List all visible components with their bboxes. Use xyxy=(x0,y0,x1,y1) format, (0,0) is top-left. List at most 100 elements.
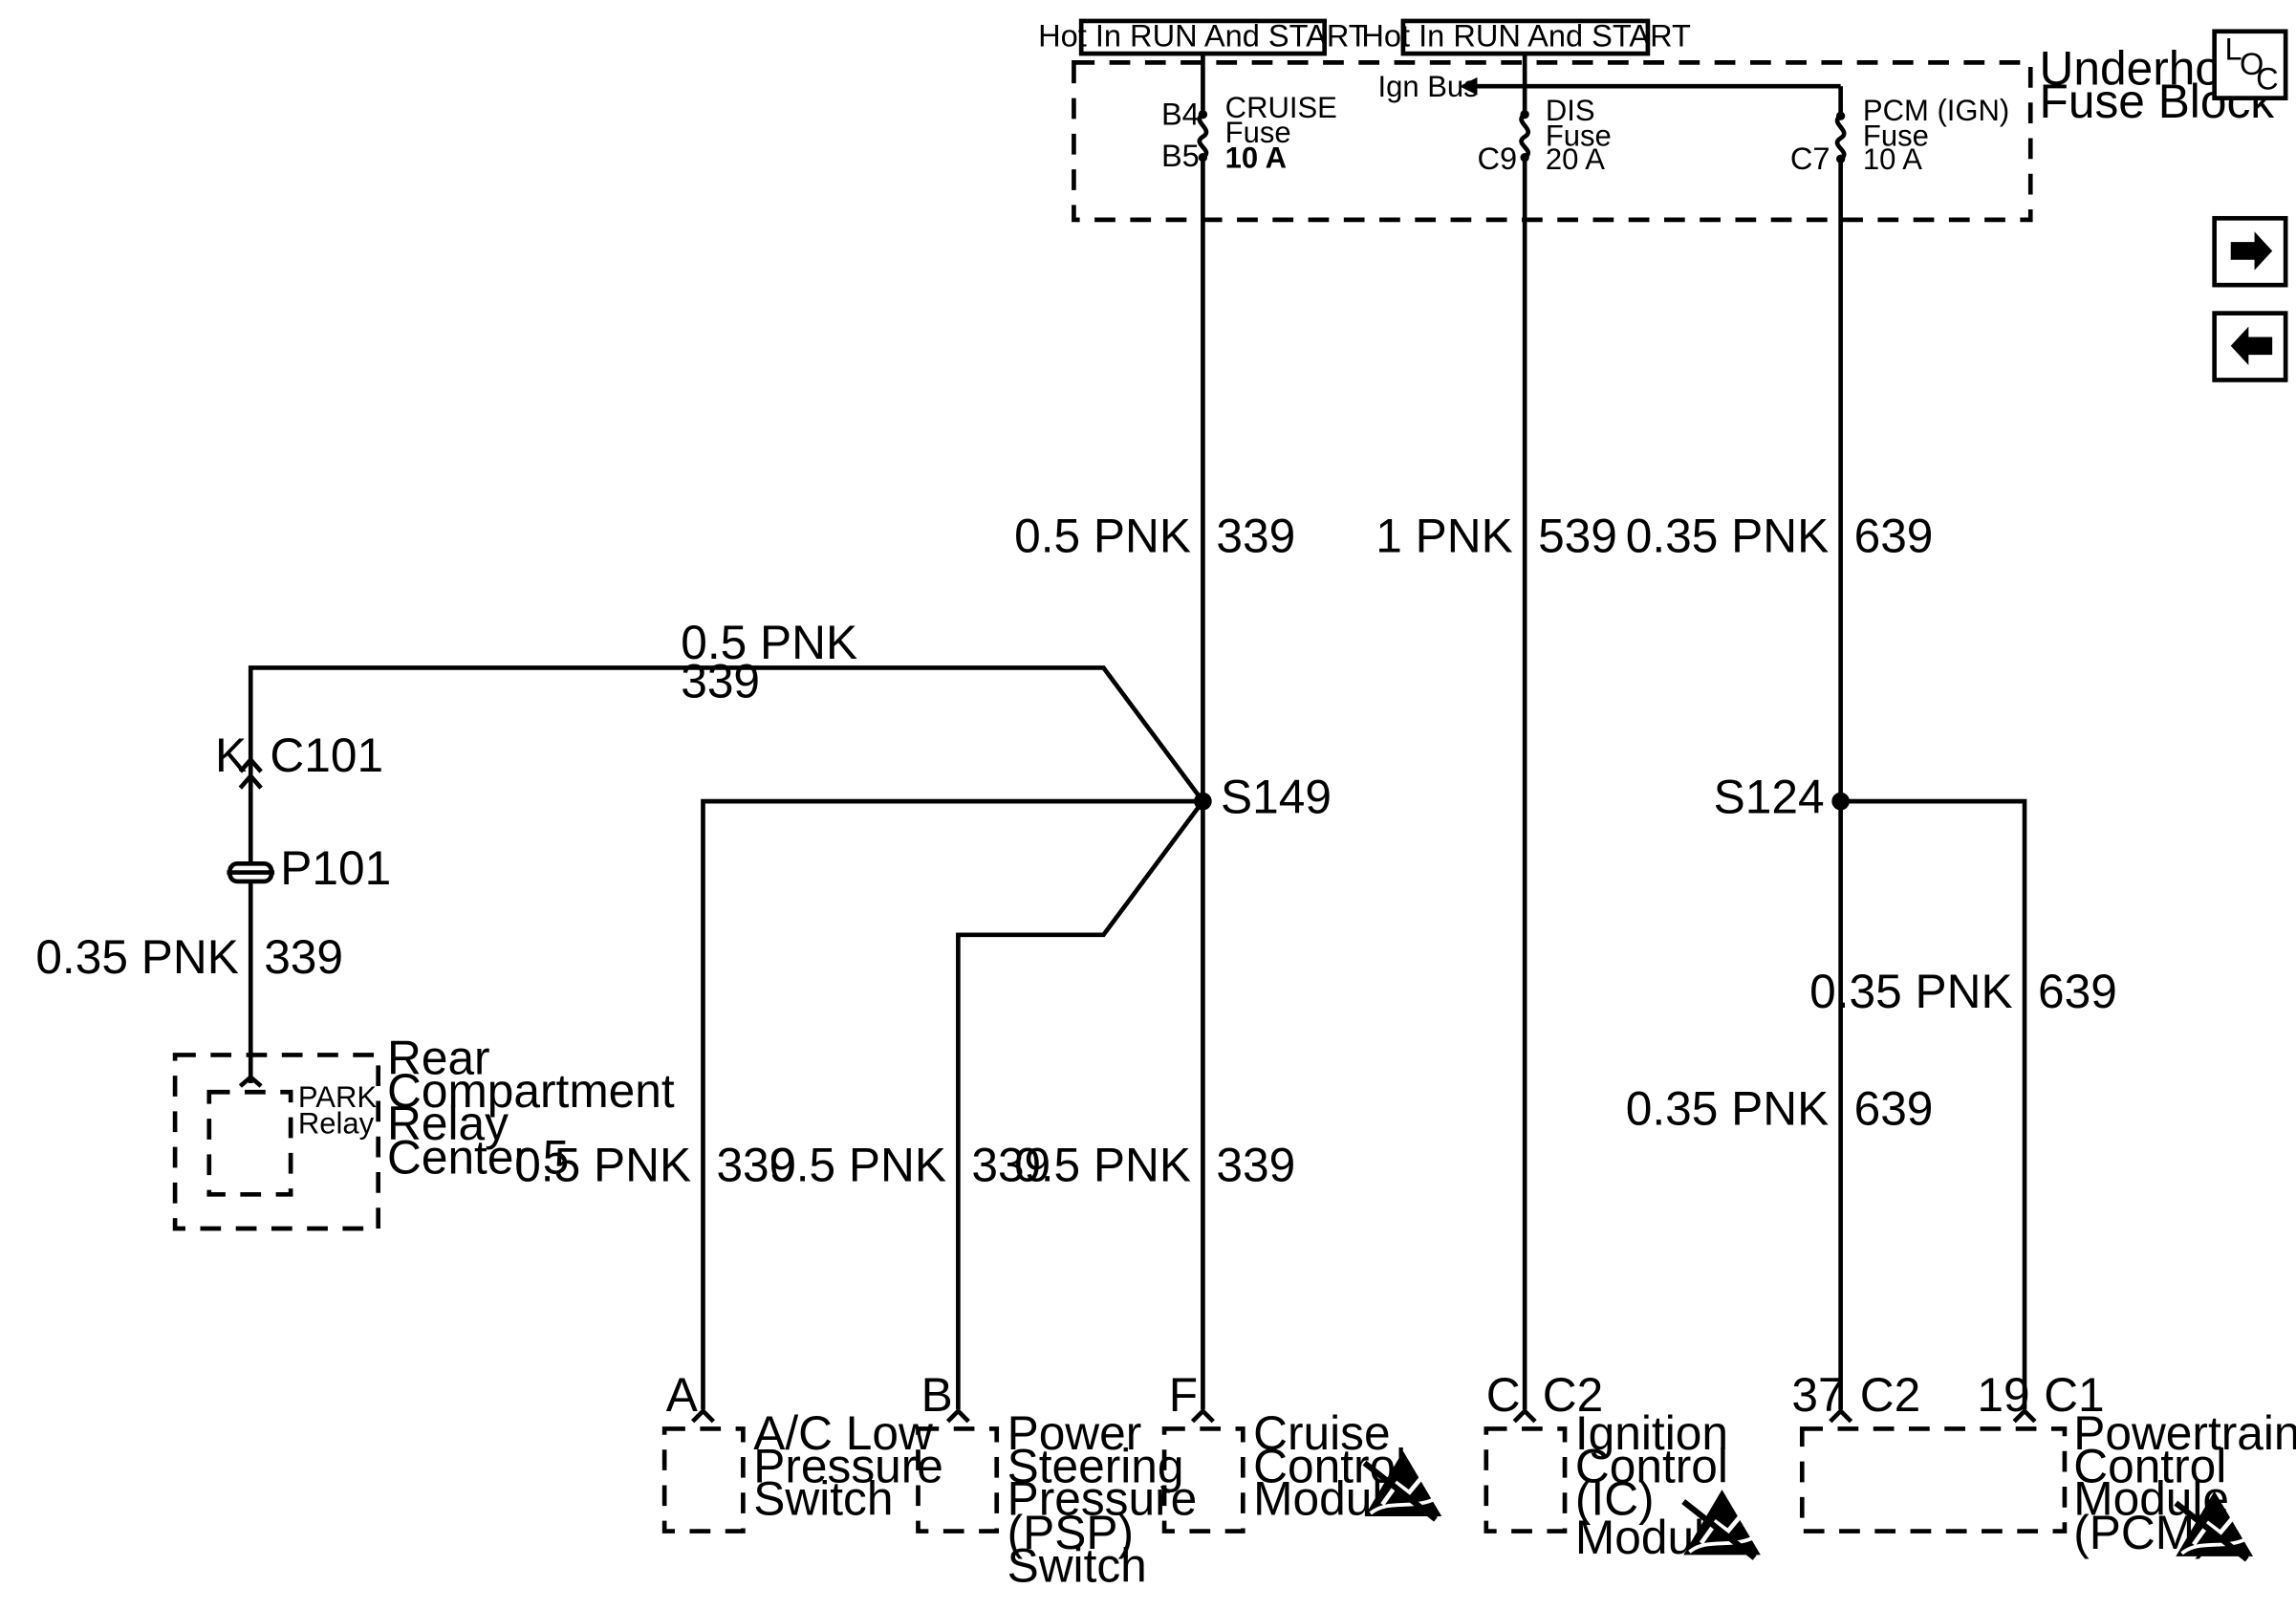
hot-label-1-text: Hot In RUN And START xyxy=(1038,18,1368,53)
wire-339-relay-gauge: 0.35 PNK xyxy=(35,930,238,984)
psp-line1: Power xyxy=(1007,1406,1142,1460)
ccm-line2: Control xyxy=(1253,1439,1406,1492)
pcm-fuse: PCM (IGN) Fuse 10 A C7 xyxy=(1790,94,2009,176)
location-button[interactable]: L O C xyxy=(2212,29,2288,100)
wire-339-top-circuit: 339 xyxy=(1216,509,1295,562)
ignition-control-module: C C2 Ignition Control (IC) Module xyxy=(1484,1368,1761,1564)
wire-339-ccm-gauge: 0.5 PNK xyxy=(1014,1138,1191,1191)
dis-fuse-rating: 20 A xyxy=(1546,142,1605,176)
rear-relay-center: PARK Relay Rear Compartment Relay Center… xyxy=(172,1032,675,1231)
wire-639-top-circuit: 639 xyxy=(1854,509,1934,562)
ac-line2: Pressure xyxy=(753,1439,943,1492)
arrow-right-icon xyxy=(2230,231,2273,271)
ac-pin: A xyxy=(666,1368,699,1422)
wire-339-relay-branch: 0.5 PNK 339 xyxy=(248,616,1205,803)
previous-page-button[interactable] xyxy=(2212,311,2288,382)
dis-fuse: DIS Fuse 20 A C9 xyxy=(1477,86,1612,176)
dis-fuse-name: DIS xyxy=(1546,94,1595,127)
cruise-fuse-pin-out: B5 xyxy=(1161,139,1200,173)
ic-line2: Control xyxy=(1575,1439,1728,1492)
pcm-pin1: 37 xyxy=(1791,1368,1844,1422)
pass-through-p101: P101 xyxy=(227,841,391,895)
wire-539-gauge: 1 PNK xyxy=(1375,509,1512,562)
powertrain-control-module: 37 C2 19 C1 Powertrain Control Module (P… xyxy=(1791,1368,2296,1559)
pcm-fuse-name: PCM (IGN) xyxy=(1863,94,2009,127)
cruise-fuse-pin-in: B4 xyxy=(1161,98,1200,132)
loc-c-glyph: C xyxy=(2256,61,2279,96)
splice-s149-label: S149 xyxy=(1221,771,1332,824)
cruise-fuse-type: Fuse xyxy=(1225,116,1291,149)
ac-low-pressure-switch: A A/C Low Pressure Switch xyxy=(661,1368,943,1534)
wire-339-ccm: 0.5 PNK 339 xyxy=(1014,1138,1295,1191)
next-page-button[interactable] xyxy=(2212,215,2288,288)
relay-center-line4: Center 5 xyxy=(387,1131,569,1185)
wire-639-top-gauge: 0.35 PNK xyxy=(1626,509,1829,562)
wire-339-ccm-circuit: 339 xyxy=(1216,1138,1295,1191)
pcm-line1: Powertrain xyxy=(2073,1406,2296,1460)
wire-539-circuit: 539 xyxy=(1538,509,1617,562)
wire-539: 1 PNK 539 xyxy=(1375,157,1617,1410)
wire-639-right-gauge: 0.35 PNK xyxy=(1809,965,2012,1018)
ac-line1: A/C Low xyxy=(753,1406,933,1460)
splice-s124-label: S124 xyxy=(1714,771,1825,824)
cruise-fuse-rating: 10 A xyxy=(1225,141,1287,175)
connector-c101-label: C101 xyxy=(270,729,383,782)
pcm-fuse-type: Fuse xyxy=(1863,119,1929,152)
ccm-pin: F xyxy=(1169,1368,1198,1422)
wire-339-psp-circuit: 339 xyxy=(971,1138,1051,1191)
hot-label-2-text: Hot In RUN And START xyxy=(1361,18,1691,53)
arrow-left-icon xyxy=(2230,326,2273,365)
wire-339-ac-branch: 0.5 PNK 339 xyxy=(514,798,1203,1410)
psp-switch: B Power Steering Pressure (PSP) Switch xyxy=(916,1368,1197,1592)
wire-339-ac-gauge: 0.5 PNK xyxy=(514,1138,691,1191)
wire-339-psp-branch: 0.5 PNK 339 xyxy=(769,799,1205,1410)
wire-339-relay: 0.35 PNK 339 xyxy=(35,778,343,1083)
cruise-control-module: F Cruise Control Module xyxy=(1161,1368,1441,1534)
ign-bus: Ign Bus xyxy=(1378,54,1843,117)
cruise-fuse-name: CRUISE xyxy=(1225,91,1337,124)
loc-o-glyph: O xyxy=(2240,47,2264,81)
pcm-conn1: C2 xyxy=(1860,1368,1920,1422)
splice-s149: S149 xyxy=(1194,771,1332,824)
connector-c101-pin: K xyxy=(215,729,247,782)
park-relay-line1: PARK xyxy=(298,1080,377,1114)
psp-line2: Steering xyxy=(1007,1439,1184,1492)
psp-pin: B xyxy=(921,1368,953,1422)
ic-pin: C xyxy=(1486,1368,1521,1422)
dis-fuse-pin-out: C9 xyxy=(1477,141,1517,176)
wire-339-psp-gauge: 0.5 PNK xyxy=(769,1138,946,1191)
ign-bus-label: Ign Bus xyxy=(1378,70,1479,103)
loc-l-glyph: L xyxy=(2225,32,2242,66)
wire-339-relay-circuit: 339 xyxy=(264,930,343,984)
pcm-fuse-rating: 10 A xyxy=(1863,142,1922,176)
wire-639-pcm-branch: 0.35 PNK 639 xyxy=(1809,798,2117,1410)
ic-conn: C2 xyxy=(1543,1368,1603,1422)
wire-639-left: 0.35 PNK 639 xyxy=(1626,1081,1934,1135)
wire-339-ac-circuit: 339 xyxy=(716,1138,795,1191)
wire-339-branch-gauge: 0.5 PNK xyxy=(681,616,857,669)
wire-339-branch-circuit: 339 xyxy=(681,655,760,708)
pcm-pin2: 19 xyxy=(1977,1368,2029,1422)
pcm-conn2: C1 xyxy=(2044,1368,2104,1422)
ac-line3: Switch xyxy=(753,1471,893,1525)
relay-center-line1: Rear xyxy=(387,1032,490,1085)
wire-639-right-circuit: 639 xyxy=(2038,965,2117,1018)
wire-339-main: 0.5 PNK 339 xyxy=(1014,157,1295,1410)
pass-through-p101-label: P101 xyxy=(280,841,391,895)
hot-label-1: Hot In RUN And START xyxy=(1038,18,1368,56)
relay-center-line3: Relay xyxy=(387,1097,509,1150)
cruise-fuse: B4 B5 CRUISE Fuse 10 A xyxy=(1161,54,1337,175)
park-relay-line2: Relay xyxy=(298,1107,375,1141)
dis-fuse-type: Fuse xyxy=(1546,119,1612,152)
pcm-fuse-pin-out: C7 xyxy=(1790,141,1830,176)
connector-c101: K C101 xyxy=(215,729,383,790)
ccm-line1: Cruise xyxy=(1253,1406,1390,1460)
ic-line1: Ignition xyxy=(1575,1406,1728,1460)
psp-line4: (PSP) xyxy=(1007,1506,1134,1559)
wire-639-left-gauge: 0.35 PNK xyxy=(1626,1081,1829,1135)
psp-line5: Switch xyxy=(1007,1538,1147,1592)
relay-center-line2: Compartment xyxy=(387,1064,675,1118)
wire-339-top-gauge: 0.5 PNK xyxy=(1014,509,1191,562)
splice-s124: S124 xyxy=(1714,771,1850,824)
